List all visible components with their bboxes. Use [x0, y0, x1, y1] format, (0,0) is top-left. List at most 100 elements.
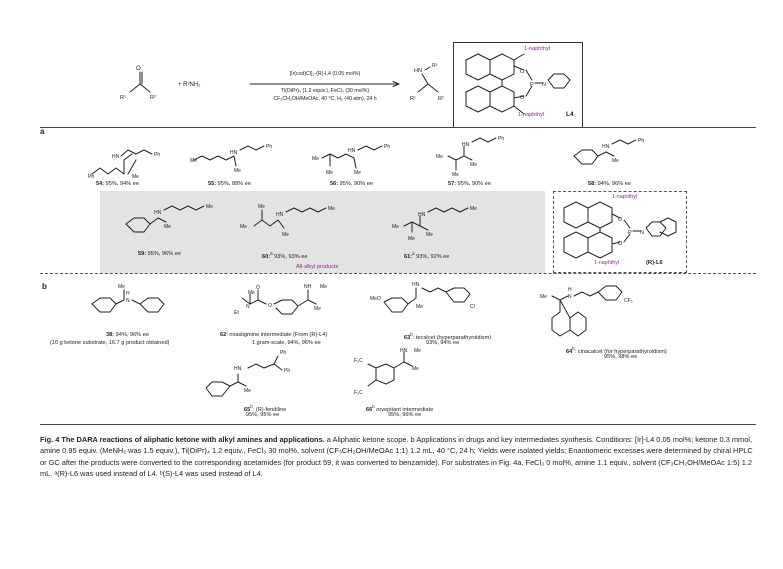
svg-text:HN: HN	[602, 144, 610, 150]
svg-text:HN: HN	[154, 210, 162, 216]
note-66: 95%, 96% ee	[388, 412, 422, 418]
structure-55: HN Me Me Ph	[190, 144, 272, 174]
structure-57: HN Me Me Me Ph	[436, 136, 504, 178]
svg-text:Ph: Ph	[88, 174, 94, 180]
svg-text:Me: Me	[132, 174, 139, 180]
svg-text:Me: Me	[282, 232, 289, 238]
svg-text:R¹: R¹	[120, 95, 126, 101]
ligand-L6-bottom-substituent: 1-naphthyl	[594, 260, 620, 266]
structure-60: HN Me Me Me Me	[240, 204, 335, 238]
svg-text:Ph: Ph	[280, 350, 286, 356]
svg-text:Me: Me	[416, 304, 423, 310]
divider-top	[40, 127, 756, 128]
svg-text:Me: Me	[240, 224, 247, 230]
divider-bottom	[40, 424, 756, 425]
svg-text:Me: Me	[320, 284, 327, 290]
divider-dashed	[40, 273, 756, 274]
structure-61: HN Me Me Me Me	[392, 206, 477, 242]
note-64: 95%, 98% ee	[604, 354, 638, 360]
svg-text:N: N	[542, 82, 546, 88]
svg-text:F₃C: F₃C	[354, 358, 363, 364]
structure-63: MeO HN Cl Me	[370, 282, 475, 313]
yield-62: 62: rivastigmine intermediate (From (R)-…	[220, 332, 328, 338]
structure-65: Ph Ph HN Me	[205, 350, 290, 397]
svg-text:NH: NH	[304, 284, 312, 290]
structure-59: HN Me Me	[125, 204, 213, 233]
note-38: (10 g ketone substrate, 16.7 g product o…	[50, 340, 170, 346]
yield-60: 60:a 93%, 93% ee	[262, 251, 308, 260]
structure-58: HN Me Ph	[573, 138, 644, 165]
svg-text:Ph: Ph	[638, 138, 644, 144]
reaction-conditions-3: CF₃CH₂OH/MeOAc, 40 °C, H₂ (40 atm), 24 h	[273, 96, 377, 102]
yield-54: 54: 95%, 94% ee	[96, 181, 139, 187]
svg-text:P: P	[628, 230, 632, 236]
svg-text:O: O	[520, 69, 525, 75]
all-alkyl-region	[100, 191, 545, 273]
svg-text:P: P	[530, 82, 534, 88]
yield-65: 65b: (R)-fendiline	[244, 404, 287, 413]
panel-b-label: b	[42, 282, 47, 291]
svg-text:CF₃: CF₃	[624, 298, 633, 304]
svg-text:Me: Me	[234, 168, 241, 174]
all-alkyl-products-label: All-alkyl products	[296, 264, 339, 270]
svg-text:N: N	[246, 304, 250, 310]
svg-text:Cl: Cl	[470, 304, 475, 310]
svg-text:Me: Me	[314, 306, 321, 312]
ligand-L6-label: (R)-L6	[646, 260, 663, 266]
yield-58: 58: 94%, 96% ee	[588, 181, 631, 187]
caption-title: Fig. 4 The DARA reactions of aliphatic k…	[40, 435, 325, 444]
svg-text:HN: HN	[276, 212, 284, 218]
structure-64: Me N H CF₃	[540, 285, 633, 337]
svg-text:Me: Me	[392, 224, 399, 230]
svg-text:HN: HN	[418, 212, 426, 218]
ligand-L4-label: L4	[566, 111, 574, 118]
caption-body: a Aliphatic ketone scope. b Applications…	[40, 435, 753, 479]
ligand-L6-top-substituent: 1-napnthyl	[612, 194, 638, 200]
yield-56: 56: 95%, 90% ee	[330, 181, 373, 187]
svg-text:HN: HN	[400, 348, 408, 354]
svg-text:Et: Et	[234, 310, 239, 316]
svg-text:HN: HN	[414, 68, 422, 74]
svg-text:HN: HN	[234, 366, 242, 372]
svg-text:R³: R³	[432, 63, 438, 69]
figure-caption: Fig. 4 The DARA reactions of aliphatic k…	[40, 434, 756, 480]
structure-56: HN Me Me Me Ph	[312, 144, 390, 176]
yield-55: 55: 95%, 88% ee	[208, 181, 251, 187]
svg-text:N: N	[640, 230, 644, 236]
svg-text:F₃C: F₃C	[354, 390, 363, 396]
svg-text:HN: HN	[348, 148, 356, 154]
svg-text:Ph: Ph	[266, 144, 272, 150]
svg-text:Ph: Ph	[154, 152, 160, 158]
svg-text:O: O	[520, 95, 525, 101]
svg-text:HN: HN	[412, 282, 420, 288]
svg-text:R¹: R¹	[410, 96, 416, 102]
ketone-structure: O R¹ R²	[120, 66, 156, 101]
svg-text:Me: Me	[258, 204, 265, 210]
yield-64: 64b: cinacalcet (for hyperparathyroidism…	[566, 346, 667, 355]
svg-text:H: H	[126, 291, 130, 297]
svg-text:MeO: MeO	[370, 296, 381, 302]
svg-text:Me: Me	[118, 284, 125, 290]
ligand-L6-structure: O O P N	[563, 201, 677, 259]
svg-text:Ph: Ph	[498, 136, 504, 142]
svg-text:O: O	[618, 217, 623, 223]
note-62: 1 gram-scale, 94%, 96% ee	[252, 340, 321, 346]
svg-text:Me: Me	[426, 232, 433, 238]
product-amine-structure: HN R³ R¹ R²	[410, 63, 444, 102]
svg-text:HN: HN	[230, 150, 238, 156]
panel-a-label: a	[40, 127, 45, 136]
svg-text:H: H	[568, 287, 572, 293]
structure-62: Et Me N O O NH Me Me	[234, 284, 327, 316]
svg-text:Me: Me	[436, 154, 443, 160]
svg-text:Me: Me	[408, 236, 415, 242]
svg-text:Me: Me	[248, 290, 255, 296]
yield-63: 63b: tecalcet (hyperparathyroidism)	[404, 332, 492, 341]
svg-text:Me: Me	[164, 224, 171, 230]
svg-text:Me: Me	[326, 170, 333, 176]
amine-reactant: + R³NH₂	[178, 82, 201, 88]
ligand-L4-structure: O O P N	[465, 53, 571, 115]
svg-text:O: O	[256, 285, 260, 291]
svg-text:Me: Me	[612, 158, 619, 164]
yield-61: 61:a 93%, 92% ee	[404, 251, 450, 260]
yield-59: 59: 95%, 96% ee	[138, 251, 181, 257]
